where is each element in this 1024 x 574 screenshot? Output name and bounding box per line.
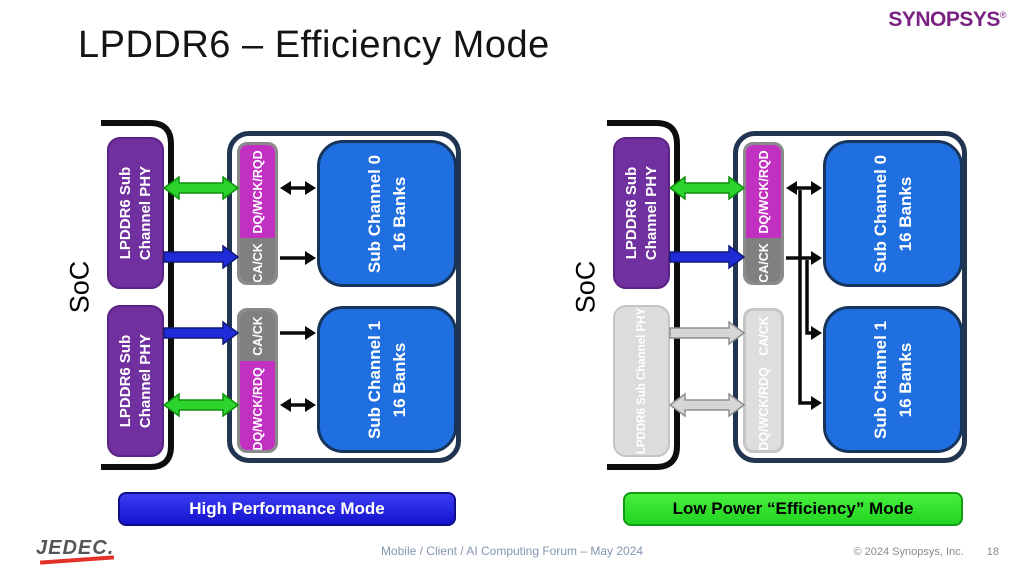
right-connector-bottom-disabled: CA/CK DQ/WCK/RDQ — [743, 308, 784, 453]
left-subch0-line1: Sub Channel 0 — [365, 154, 384, 273]
left-phy-top-line2: Channel PHY — [136, 165, 154, 261]
right-phy-top-line1: LPDDR6 Sub — [622, 166, 640, 260]
left-soc-label-text: SoC — [64, 260, 95, 314]
right-subch1-line2: 16 Banks — [896, 342, 915, 417]
left-conn-bottom-dq-segment: DQ/WCK/RDQ — [240, 361, 275, 451]
high-performance-mode-label: High Performance Mode — [189, 499, 385, 518]
right-phy-bottom-disabled: LPDDR6 Sub Channel PHY — [613, 305, 670, 457]
right-conn-bottom-dq-segment: DQ/WCK/RDQ — [746, 361, 781, 451]
left-connector-bottom: CA/CK DQ/WCK/RDQ — [237, 308, 278, 453]
synopsys-logo: SYNOPSYS® — [888, 8, 1006, 32]
footer-page-number: 18 — [986, 546, 999, 558]
left-phy-bottom-line2: Channel PHY — [136, 333, 154, 429]
right-soc-label-text: SoC — [570, 260, 601, 314]
right-subchannel-1: Sub Channel 1 16 Banks — [823, 306, 963, 453]
right-conn-bottom-ca-label: CA/CK — [756, 316, 771, 356]
right-subchannel-0: Sub Channel 0 16 Banks — [823, 140, 963, 287]
right-subch1-line1: Sub Channel 1 — [871, 320, 890, 439]
right-phy-top: LPDDR6 Sub Channel PHY — [613, 137, 670, 289]
right-soc-label: SoC — [568, 247, 604, 327]
right-phy-top-line2: Channel PHY — [642, 165, 660, 261]
right-subch0-line2: 16 Banks — [896, 176, 915, 251]
left-subch0-line2: 16 Banks — [390, 176, 409, 251]
left-subchannel-1: Sub Channel 1 16 Banks — [317, 306, 457, 453]
left-conn-top-dq-segment: DQ/WCK/RQD — [240, 145, 275, 238]
right-connector-top: DQ/WCK/RQD CA/CK — [743, 142, 784, 285]
left-conn-top-dq-label: DQ/WCK/RQD — [250, 149, 265, 234]
right-subch0-line1: Sub Channel 0 — [871, 154, 890, 273]
footer-event-title: Mobile / Client / AI Computing Forum – M… — [380, 544, 644, 558]
left-conn-top-ca-segment: CA/CK — [240, 238, 275, 283]
left-soc-label: SoC — [62, 247, 98, 327]
right-conn-bottom-ca-segment: CA/CK — [746, 311, 781, 361]
left-phy-bottom-line1: LPDDR6 Sub — [116, 334, 134, 428]
right-conn-top-ca-segment: CA/CK — [746, 238, 781, 283]
left-subch1-line1: Sub Channel 1 — [365, 320, 384, 439]
left-subch1-line2: 16 Banks — [390, 342, 409, 417]
left-conn-bottom-ca-label: CA/CK — [250, 316, 265, 356]
low-power-efficiency-mode-banner: Low Power “Efficiency” Mode — [623, 492, 963, 526]
left-conn-bottom-ca-segment: CA/CK — [240, 311, 275, 361]
footer-copyright: © 2024 Synopsys, Inc. — [853, 546, 964, 558]
left-conn-bottom-dq-label: DQ/WCK/RDQ — [250, 366, 265, 451]
left-phy-top: LPDDR6 Sub Channel PHY — [107, 137, 164, 289]
high-performance-mode-banner: High Performance Mode — [118, 492, 456, 526]
page-title: LPDDR6 – Efficiency Mode — [78, 24, 550, 66]
left-phy-top-line1: LPDDR6 Sub — [116, 166, 134, 260]
right-conn-bottom-dq-label: DQ/WCK/RDQ — [756, 366, 771, 451]
right-conn-top-dq-label: DQ/WCK/RQD — [756, 149, 771, 234]
registered-mark-icon: ® — [999, 10, 1007, 20]
left-connector-top: DQ/WCK/RQD CA/CK — [237, 142, 278, 285]
low-power-efficiency-mode-label: Low Power “Efficiency” Mode — [672, 499, 914, 518]
right-conn-top-ca-label: CA/CK — [756, 243, 771, 283]
jedec-logo: JEDEC. — [36, 537, 115, 559]
right-conn-top-dq-segment: DQ/WCK/RQD — [746, 145, 781, 238]
right-phy-bottom-label: LPDDR6 Sub Channel PHY — [635, 307, 648, 455]
left-subchannel-0: Sub Channel 0 16 Banks — [317, 140, 457, 287]
left-phy-bottom: LPDDR6 Sub Channel PHY — [107, 305, 164, 457]
left-conn-top-ca-label: CA/CK — [250, 243, 265, 283]
footer-right: © 2024 Synopsys, Inc. 18 — [853, 546, 999, 558]
synopsys-logo-text: SYNOPSYS — [888, 8, 1000, 31]
